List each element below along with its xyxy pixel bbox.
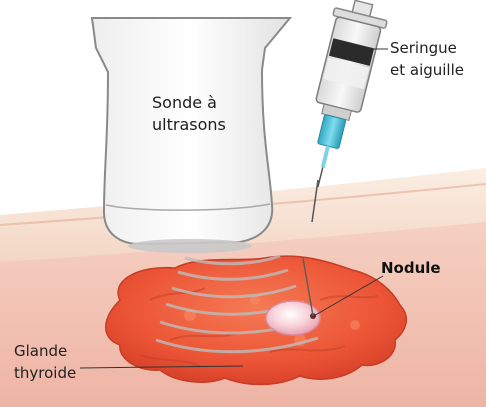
syringe xyxy=(292,0,390,193)
probe-label: Sonde à ultrasons xyxy=(152,92,226,136)
nodule-label: Nodule xyxy=(381,259,441,278)
gland-label: Glande thyroide xyxy=(14,340,76,384)
thyroid-gland xyxy=(106,256,407,384)
syringe-label: Seringue et aiguille xyxy=(390,37,464,81)
